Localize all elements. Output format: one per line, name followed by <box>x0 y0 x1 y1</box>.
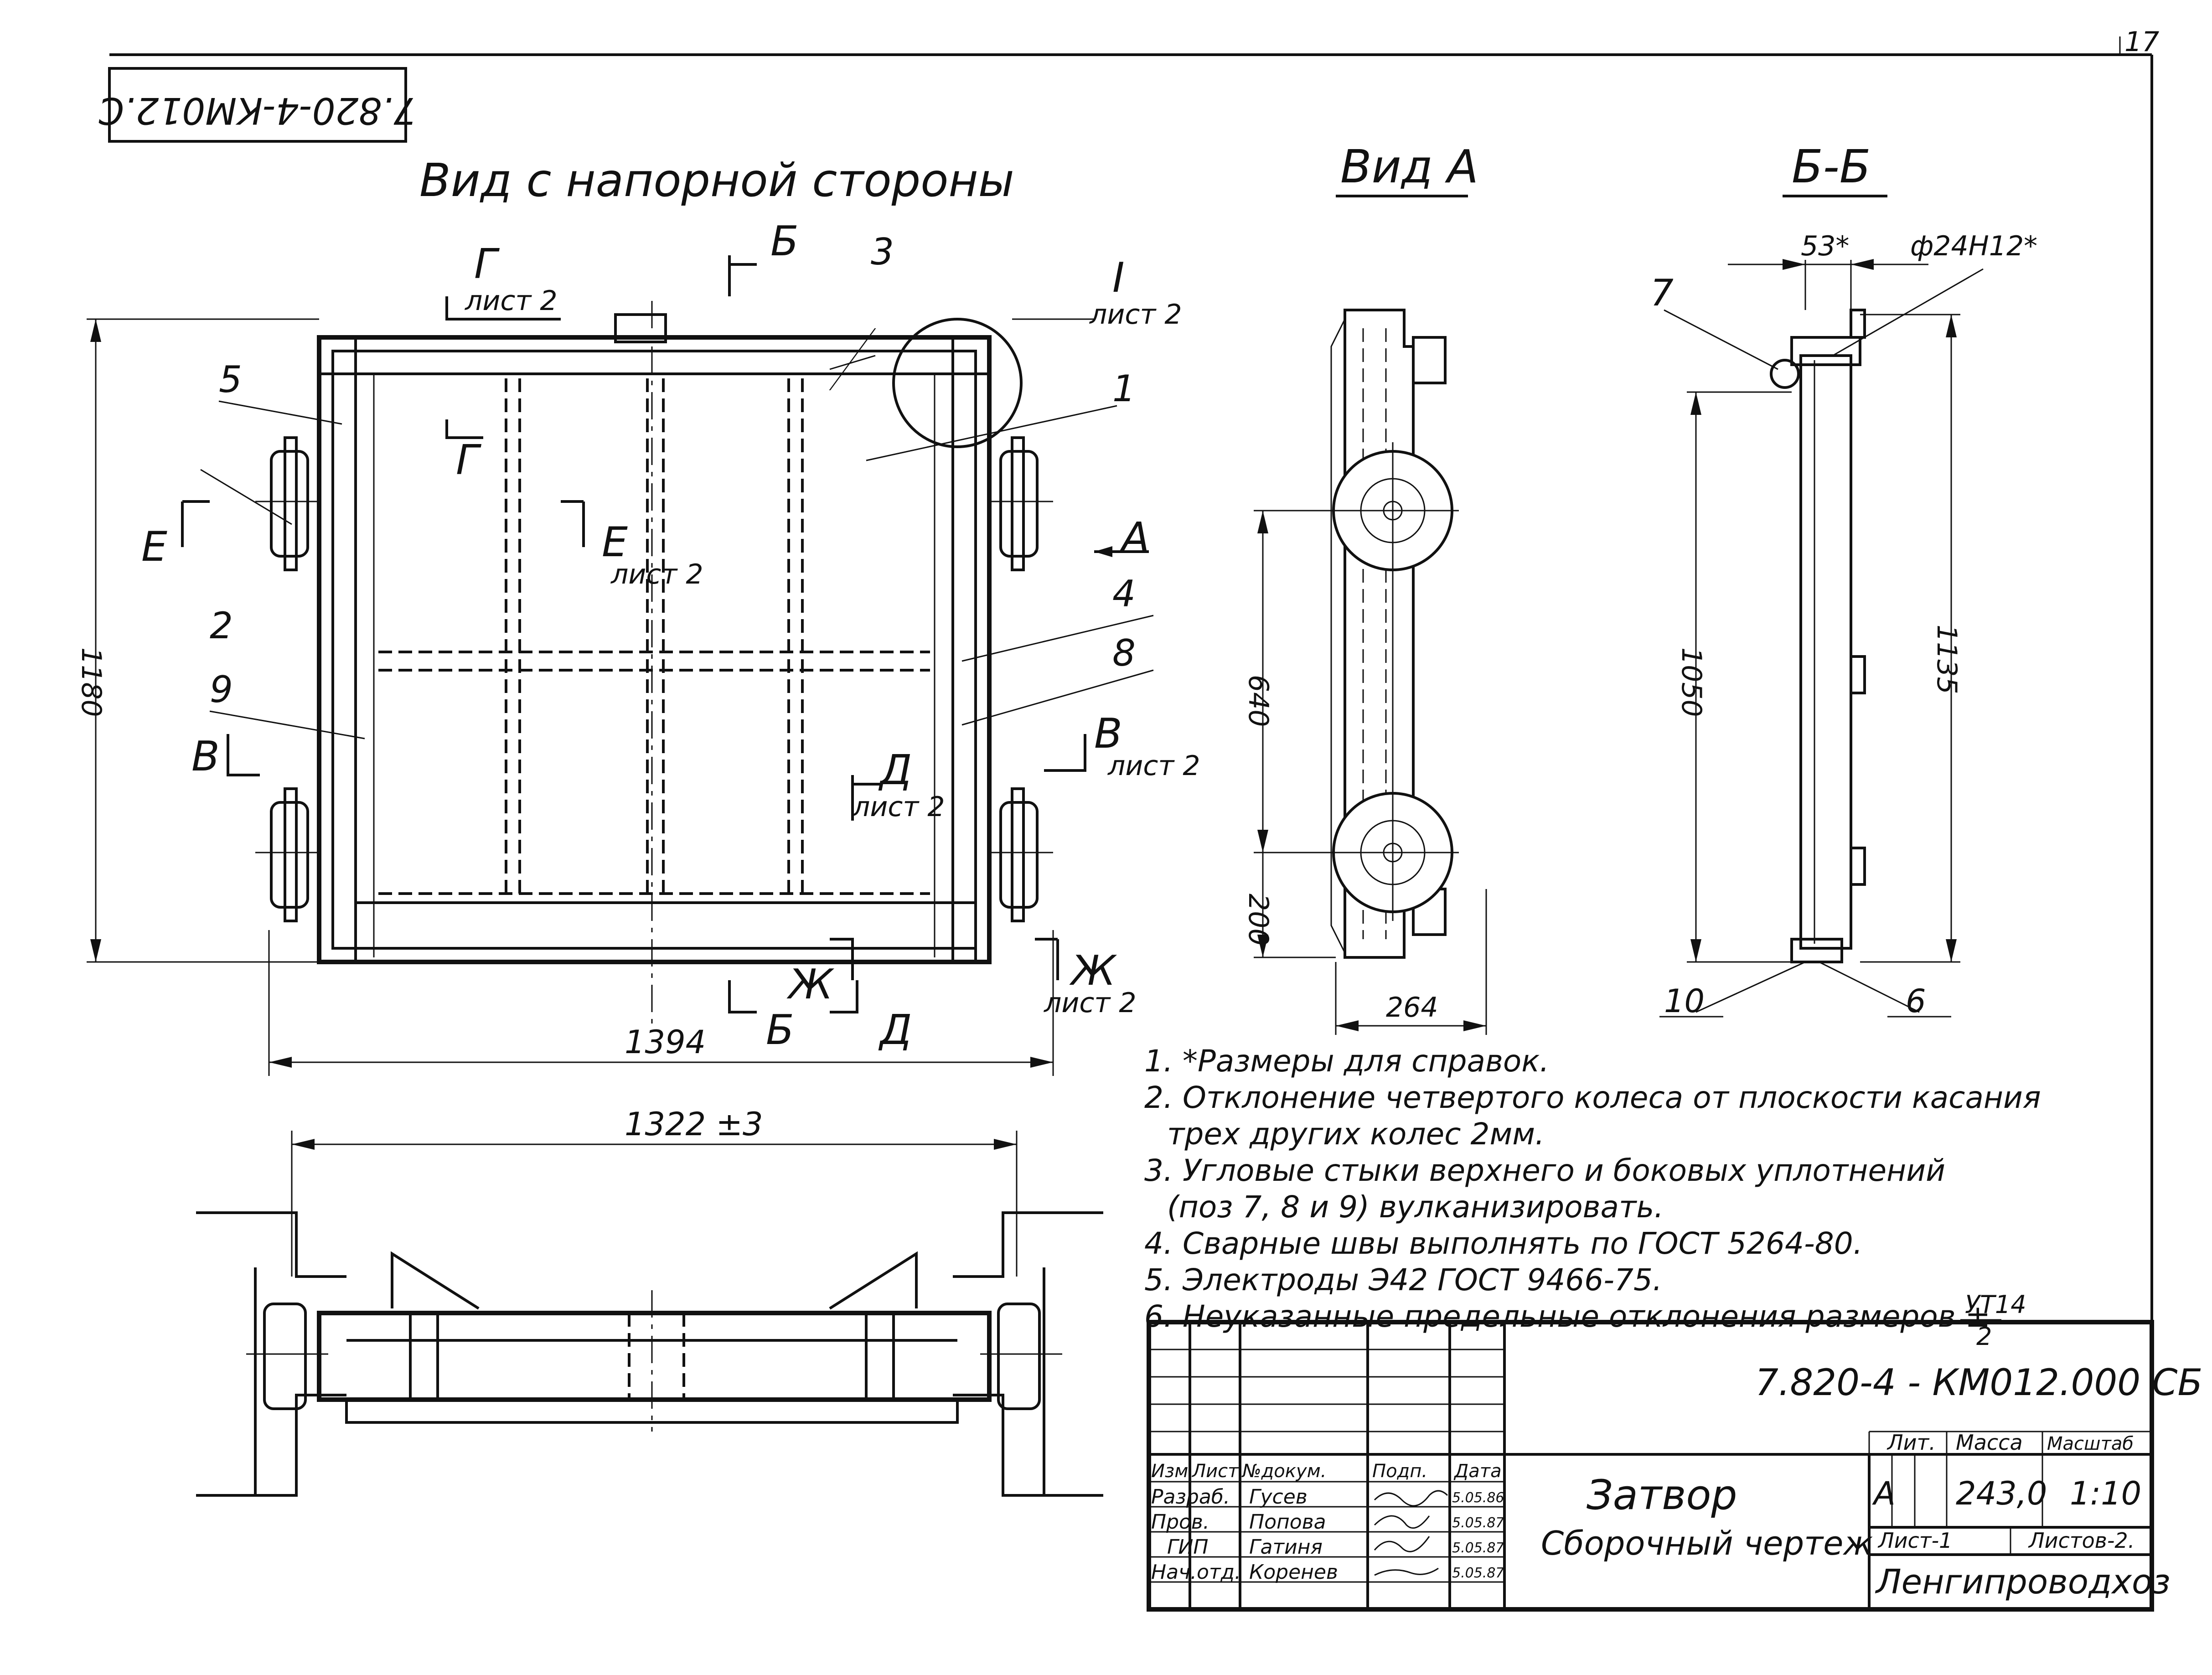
tolerance-numerator: УТ14 <box>1965 1290 2026 1319</box>
organization: Ленгипроводхоз <box>1875 1562 2171 1602</box>
section-bb-title: Б-Б <box>1792 140 1871 193</box>
note-line-1: 1. *Размеры для справок. <box>1144 1044 1549 1079</box>
plan-view <box>196 1131 1103 1497</box>
cut-label-e-left: Е <box>141 523 167 571</box>
stamp-box: 7.820-4-КМ012.С <box>98 67 417 143</box>
date-nach-otd: 5.05.87 <box>1452 1565 1504 1581</box>
section-bb <box>1659 259 1984 1018</box>
cut-label-g-inner: Г <box>456 436 482 484</box>
date-prov: 5.05.87 <box>1452 1515 1504 1531</box>
stamp-code: 7.820-4-КМ012.С <box>98 89 417 132</box>
cut-label-d-mid: Д <box>878 746 912 794</box>
cut-label-zh-right: Ж <box>1069 947 1117 995</box>
dim-section-hole: ф24Н12* <box>1910 230 2037 262</box>
col-header-doc: №докум. <box>1241 1461 1326 1482</box>
position-label-3: 3 <box>871 231 894 273</box>
mass-header: Масса <box>1956 1430 2023 1455</box>
note-line-4: 3. Угловые стыки верхнего и боковых упло… <box>1144 1153 1945 1188</box>
role-prov: Пров. <box>1151 1510 1209 1534</box>
name-prov: Попова <box>1249 1510 1326 1534</box>
note-line-2: 2. Отклонение четвертого колеса от плоск… <box>1144 1080 2041 1115</box>
front-view-title: Вид с напорной стороны <box>419 154 1014 207</box>
cut-label-b-bottom: Б <box>766 1006 794 1054</box>
dim-section-top-53: 53* <box>1801 230 1849 262</box>
scale-header: Масштаб <box>2047 1433 2134 1454</box>
dim-view-a-640: 640 <box>1242 675 1274 727</box>
cut-label-g-top: Г <box>474 240 500 288</box>
role-razrab: Разраб. <box>1151 1485 1230 1509</box>
position-label-2: 2 <box>210 605 233 647</box>
mass-value: 243,0 <box>1956 1475 2047 1512</box>
cut-label-v-left: В <box>191 733 220 781</box>
position-label-8: 8 <box>1112 632 1136 674</box>
position-label-5: 5 <box>219 358 242 401</box>
cut-label-e-mid: Е <box>602 518 628 566</box>
dim-view-a-200: 200 <box>1242 894 1274 946</box>
cut-label-v-right-ref: лист 2 <box>1107 750 1200 782</box>
dim-plan-1322: 1322 ±3 <box>625 1106 763 1143</box>
cut-label-zh-bottom: Ж <box>786 961 835 1008</box>
view-a <box>1254 309 1487 1035</box>
page-number: 17 <box>2124 26 2159 58</box>
title-name: Затвор <box>1587 1471 1737 1519</box>
title-doc-code: 7.820-4 - КМ012.000 СБ <box>1755 1361 2202 1404</box>
lit-header: Лит. <box>1886 1430 1936 1455</box>
name-gip: Гатиня <box>1249 1535 1323 1559</box>
sheets-label: Листов-2. <box>2028 1528 2134 1553</box>
col-header-date: Дата <box>1453 1461 1502 1482</box>
tolerance-denominator: 2 <box>1976 1322 1992 1351</box>
front-view <box>87 255 1154 1076</box>
note-line-5: (поз 7, 8 и 9) вулканизировать. <box>1167 1189 1664 1225</box>
name-nach-otd: Коренев <box>1249 1561 1338 1584</box>
notes-block: 1. *Размеры для справок. 2. Отклонение ч… <box>1144 1044 2041 1351</box>
dim-section-1050: 1050 <box>1675 647 1707 717</box>
position-label-4: 4 <box>1112 573 1136 615</box>
scale-value: 1:10 <box>2070 1475 2141 1512</box>
dim-width-1394: 1394 <box>625 1024 706 1061</box>
cut-label-i-top: I <box>1112 254 1125 302</box>
note-line-3: трех других колес 2мм. <box>1167 1117 1545 1152</box>
cut-label-g-top-ref: лист 2 <box>465 285 558 317</box>
date-gip: 5.05.87 <box>1452 1540 1504 1556</box>
role-nach-otd: Нач.отд. <box>1151 1561 1241 1584</box>
cut-label-v-right: В <box>1094 710 1122 758</box>
cut-label-e-mid-ref: лист 2 <box>610 558 703 590</box>
sheet-label: Лист-1 <box>1877 1528 1952 1553</box>
col-header-sign: Подп. <box>1372 1461 1427 1482</box>
col-header-izm: Изм <box>1151 1461 1188 1482</box>
position-label-1: 1 <box>1112 367 1136 410</box>
signatures <box>1374 1490 1448 1576</box>
cut-label-b-top: Б <box>770 217 799 265</box>
dim-height-1180: 1180 <box>75 647 107 717</box>
name-razrab: Гусев <box>1249 1485 1308 1509</box>
position-label-9: 9 <box>210 668 233 711</box>
note-line-8: 6. Неуказанные предельные отклонения раз… <box>1144 1299 1990 1334</box>
cut-label-d-bottom: Д <box>878 1006 912 1054</box>
view-a-title: Вид А <box>1340 140 1478 193</box>
section-position-10: 10 <box>1664 982 1705 1020</box>
cut-label-a-right: А <box>1119 514 1150 562</box>
dim-section-1135: 1135 <box>1931 625 1963 694</box>
section-position-7: 7 <box>1650 272 1674 314</box>
note-line-6: 4. Сварные швы выполнять по ГОСТ 5264-80… <box>1144 1226 1863 1261</box>
cut-label-i-top-ref: лист 2 <box>1089 299 1182 331</box>
title-block <box>1147 1320 2154 1612</box>
note-line-7: 5. Электроды Э42 ГОСТ 9466-75. <box>1144 1262 1662 1298</box>
cut-label-zh-right-ref: лист 2 <box>1044 987 1137 1019</box>
section-position-6: 6 <box>1906 982 1926 1020</box>
cut-label-d-mid-ref: лист 2 <box>852 791 945 823</box>
title-subname: Сборочный чертеж <box>1541 1524 1873 1562</box>
dim-view-a-264: 264 <box>1386 992 1438 1024</box>
col-header-list: Лист <box>1191 1461 1239 1482</box>
date-razrab: 5.05.86 <box>1452 1490 1504 1506</box>
lit-value: А <box>1872 1475 1896 1512</box>
role-gip: ГИП <box>1167 1535 1209 1559</box>
